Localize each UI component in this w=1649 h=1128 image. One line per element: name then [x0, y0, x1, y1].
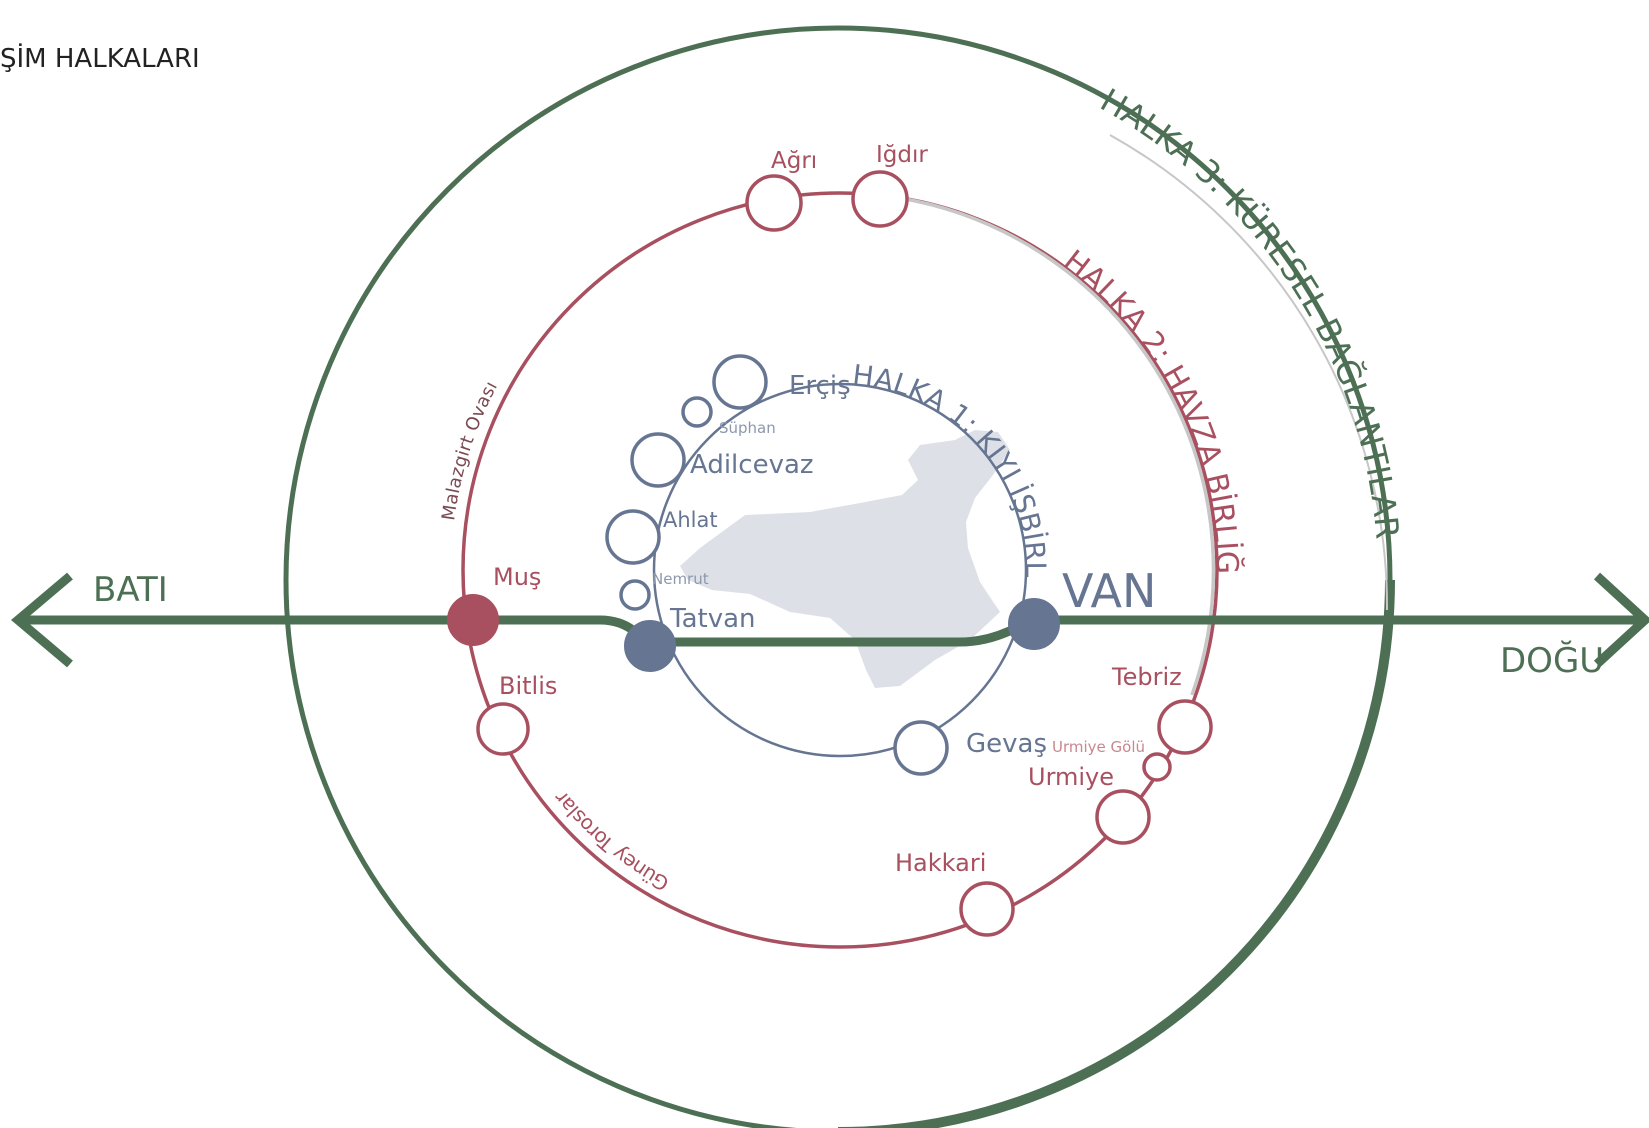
west-label: BATI — [93, 570, 168, 610]
west-arrow-icon — [11, 572, 73, 668]
node-agri[interactable] — [745, 174, 803, 232]
ring2-title: HALKA 2: HAVZA BİRLİĞİ — [0, 0, 1246, 574]
ring3-grey-arc — [1109, 134, 1389, 611]
node-urmiye[interactable] — [1095, 789, 1151, 845]
node-tebriz[interactable] — [1157, 699, 1213, 755]
node-urmiye-golu[interactable] — [1142, 752, 1172, 782]
lake-van-shape — [680, 430, 1010, 688]
node-gevas[interactable] — [893, 720, 949, 776]
label-ercis: Erçiş — [789, 371, 851, 401]
east-label: DOĞU — [1500, 640, 1604, 681]
node-ahlat[interactable] — [605, 509, 661, 565]
ring2-circle — [461, 191, 1219, 949]
label-tatvan: Tatvan — [669, 604, 756, 634]
ring3-highlight-arc — [837, 579, 1395, 1128]
label-bitlis: Bitlis — [499, 672, 557, 700]
ring1-title: HALKA 1: KIYI İŞBİRLİĞİ — [0, 0, 1052, 578]
node-hakkari[interactable] — [959, 881, 1015, 937]
east-west-axis — [22, 615, 1640, 647]
east-arrow-icon — [1593, 572, 1649, 668]
node-ercis[interactable] — [712, 354, 768, 410]
node-igdir[interactable] — [851, 170, 909, 228]
node-adilcevaz[interactable] — [630, 432, 686, 488]
ring1-circle — [652, 382, 1028, 758]
ring2-grey-arc — [899, 196, 1216, 696]
node-van[interactable] — [1008, 598, 1060, 650]
label-agri: Ağrı — [771, 148, 817, 174]
label-suphan: Süphan — [719, 419, 776, 437]
label-nemrut: Nemrut — [652, 570, 709, 588]
label-igdir: Iğdır — [876, 142, 928, 168]
node-mus[interactable] — [447, 594, 499, 646]
label-mus: Muş — [493, 563, 541, 591]
node-nemrut[interactable] — [619, 579, 651, 611]
guney-toroslar-label: Güney Toroslar — [549, 786, 673, 896]
label-urmiye-golu: Urmiye Gölü — [1052, 738, 1145, 756]
node-tatvan[interactable] — [624, 620, 676, 672]
label-adilcevaz: Adilcevaz — [690, 450, 814, 480]
label-tebriz: Tebriz — [1111, 663, 1182, 691]
node-bitlis[interactable] — [476, 702, 530, 756]
label-van: VAN — [1062, 564, 1156, 618]
node-suphan[interactable] — [681, 396, 713, 428]
label-urmiye: Urmiye — [1028, 763, 1114, 791]
page-title: ŞİM HALKALARI — [0, 42, 200, 74]
label-ahlat: Ahlat — [663, 508, 718, 532]
label-gevas: Gevaş — [966, 729, 1047, 759]
label-hakkari: Hakkari — [895, 849, 986, 877]
